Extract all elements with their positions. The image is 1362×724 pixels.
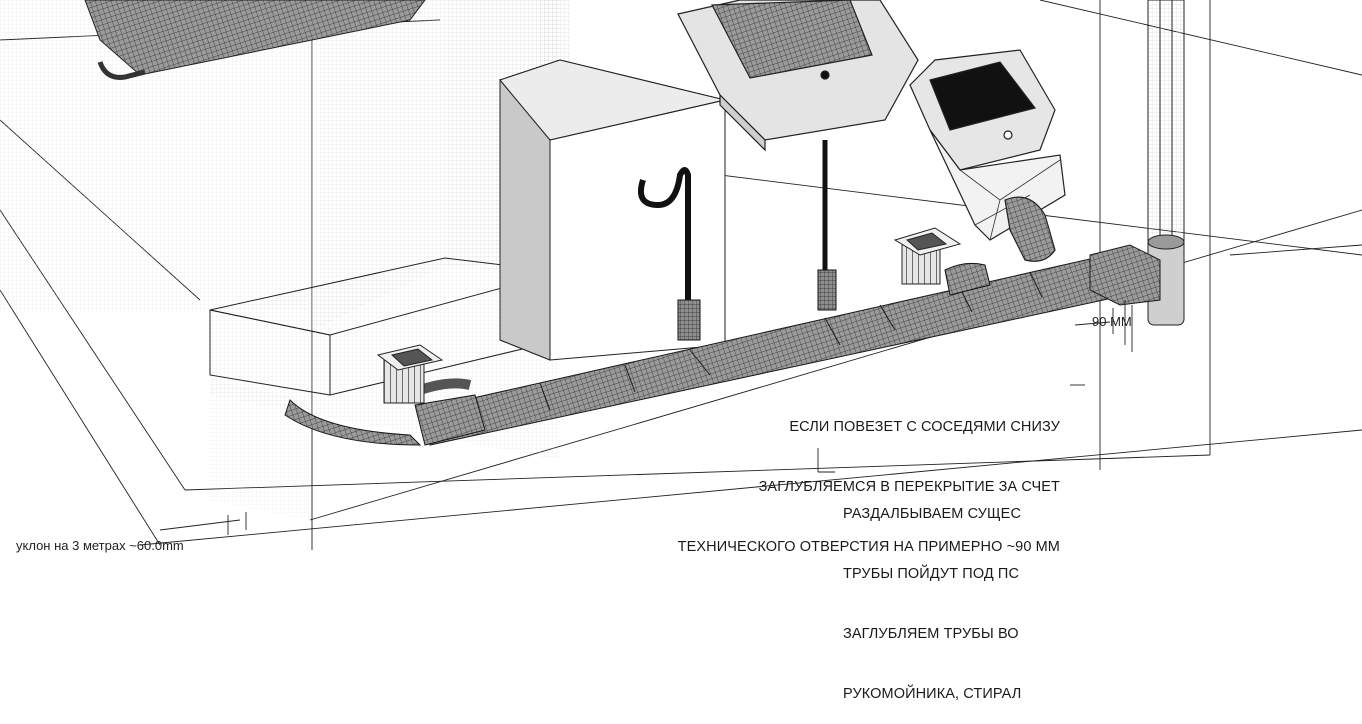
toilet-branch <box>944 262 991 296</box>
floor-drain-center <box>893 227 962 285</box>
plumbing-3d-scene <box>0 0 1362 550</box>
depth-dimension-label: 90 ММ <box>1092 314 1132 329</box>
washbasin-drain <box>637 140 837 341</box>
chisel-note-line-2: ТРУБЫ ПОЙДУТ ПОД ПС <box>843 566 1020 582</box>
chisel-note-line-3: ЗАГЛУБЛЯЕМ ТРУБЫ ВО <box>843 626 1019 642</box>
washbasin <box>677 0 919 152</box>
wall-grids <box>0 0 570 520</box>
chisel-note-line-1: РАЗДАЛБЫВАЕМ СУЩЕС <box>843 506 1022 522</box>
bathtub <box>84 0 426 80</box>
floor-drain-left <box>376 344 444 404</box>
chisel-note: РАЗДАЛБЫВАЕМ СУЩЕС ТРУБЫ ПОЙДУТ ПОД ПС З… <box>843 464 1024 724</box>
slope-note: уклон на 3 метрах ~60.0mm <box>16 538 184 553</box>
installation-cabinet <box>499 59 726 361</box>
riser-pipe <box>1147 0 1185 326</box>
neighbors-note-line-2: ЗАГЛУБЛЯЕМСЯ В ПЕРЕКРЫТИЕ ЗА СЧЕТ <box>758 479 1060 495</box>
floor-guides <box>0 0 1362 550</box>
neighbors-note-line-1: ЕСЛИ ПОВЕЗЕТ С СОСЕДЯМИ СНИЗУ <box>789 419 1060 435</box>
main-sewer-pipe <box>414 244 1161 446</box>
flex-hose <box>284 378 472 446</box>
toilet <box>909 49 1066 262</box>
dimension-lines <box>159 244 1362 535</box>
chisel-note-line-4: РУКОМОЙНИКА, СТИРАЛ <box>843 686 1022 702</box>
